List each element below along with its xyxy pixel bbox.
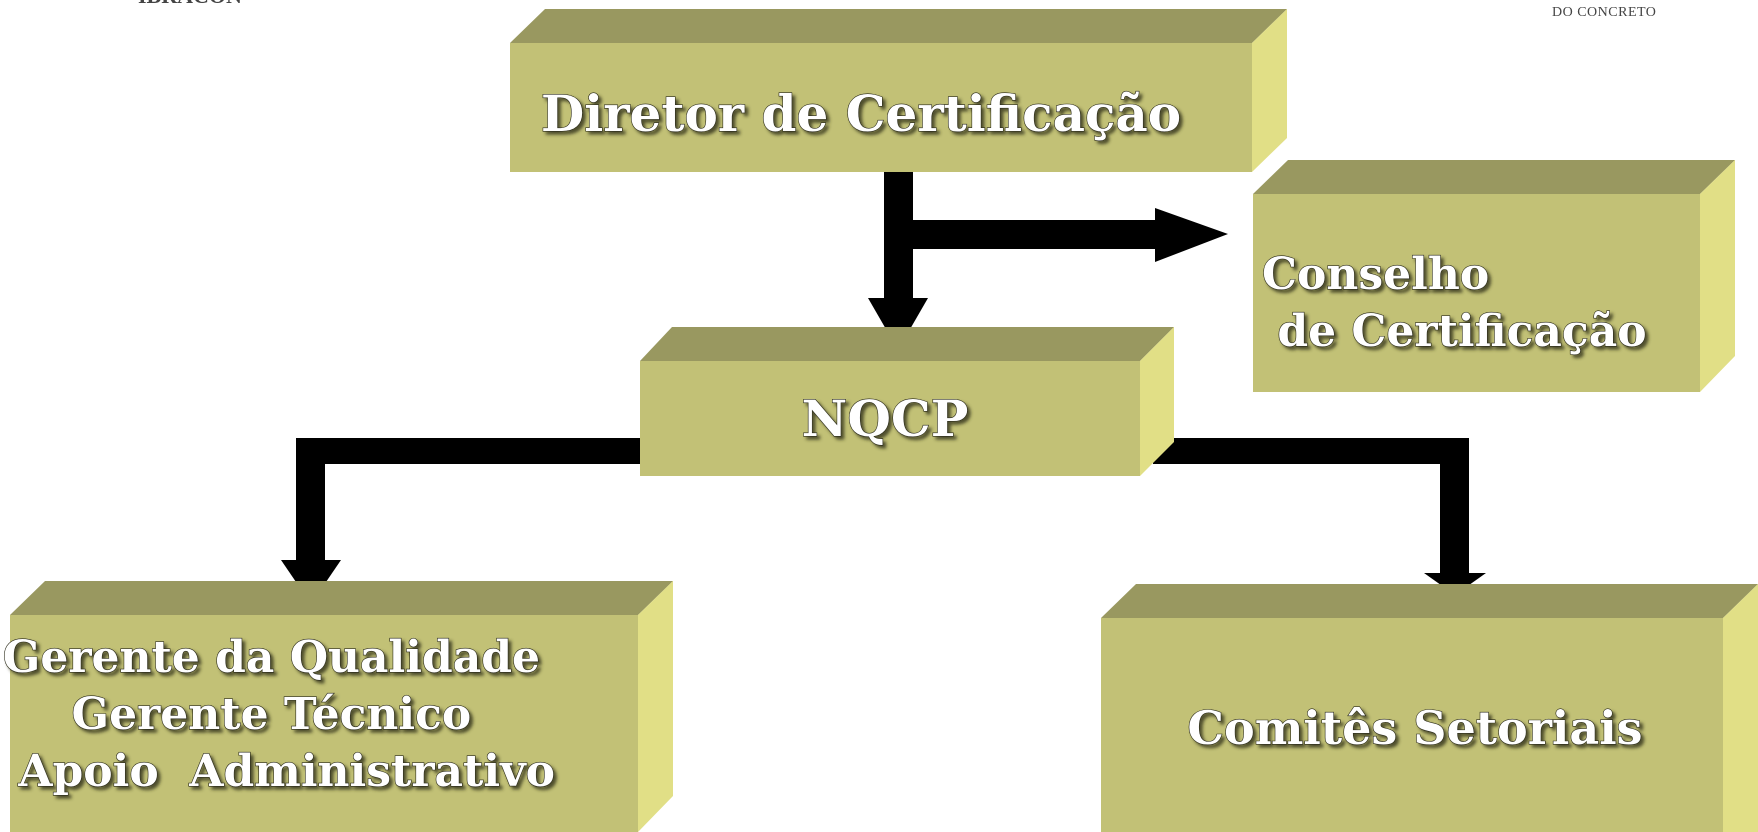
box-director: Diretor de Certificação: [510, 9, 1287, 172]
box-council: Conselho de Certificação: [0, 0, 1735, 392]
box-director-label: Diretor de Certificação: [541, 84, 1181, 143]
box-committees: Comitês Setoriais: [1101, 584, 1758, 832]
box-management-label: Gerente da Qualidade Gerente Técnico Apo…: [0, 0, 647, 797]
arrow-director-to-council: [913, 208, 1228, 262]
arrow-nqcp-to-management: [281, 438, 640, 604]
box-committees-label: Comitês Setoriais: [1187, 701, 1642, 755]
logo-right: DO CONCRETO: [1552, 5, 1656, 20]
box-nqcp: NQCP: [640, 327, 1174, 476]
box-nqcp-label: NQCP: [802, 389, 969, 448]
box-management: Gerente da Qualidade Gerente Técnico Apo…: [0, 0, 673, 832]
box-council-label: Conselho de Certificação: [0, 0, 1723, 357]
connectors: [281, 168, 1486, 604]
arrow-nqcp-to-committees: [1153, 438, 1486, 595]
arrow-director-to-nqcp: [868, 168, 928, 350]
logo-left: IBRACON: [138, 0, 242, 8]
